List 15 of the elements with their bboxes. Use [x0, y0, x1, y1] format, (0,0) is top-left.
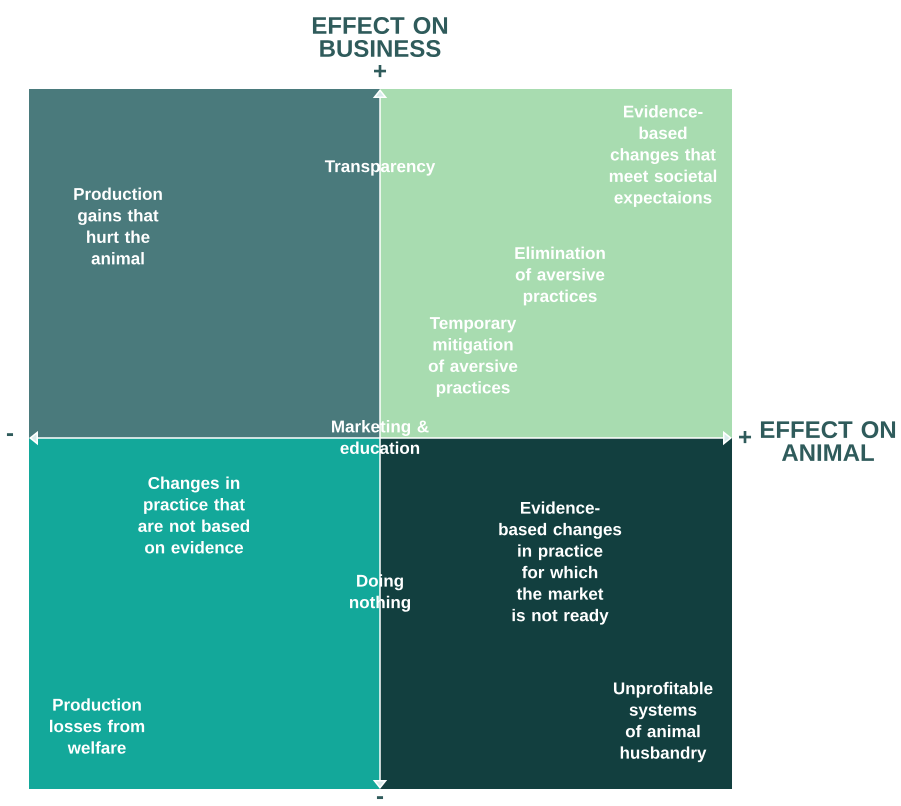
- quadrant-text: Production gains that hurt the animal: [74, 188, 162, 264]
- quadrant-text: Production losses from welfare: [50, 698, 144, 754]
- axis-title: -: [376, 796, 384, 800]
- axis-title: +: [739, 430, 752, 444]
- axis-title: EFFECT ON BUSINESS: [312, 17, 448, 57]
- quadrant-text: Changes in practice that are not based on evidence: [138, 476, 250, 554]
- axis-title: EFFECT ON ANIMAL: [760, 421, 896, 461]
- quadrant-text: Evidence-based changes that meet societal expectaions: [610, 105, 716, 207]
- quadrant-text: Elimination of aversive practices: [515, 246, 605, 306]
- quadrant-text: Transparency: [324, 160, 436, 176]
- quadrant-text: Unprofitable systems of animal husbandry: [614, 682, 712, 762]
- axis-title: -: [6, 433, 14, 436]
- quadrant-text: Temporary mitigation of aversive practices: [428, 317, 518, 397]
- axis-title: +: [374, 64, 386, 78]
- quadrant-text: Evidence-based changes in practice for which the market is not ready: [499, 501, 622, 625]
